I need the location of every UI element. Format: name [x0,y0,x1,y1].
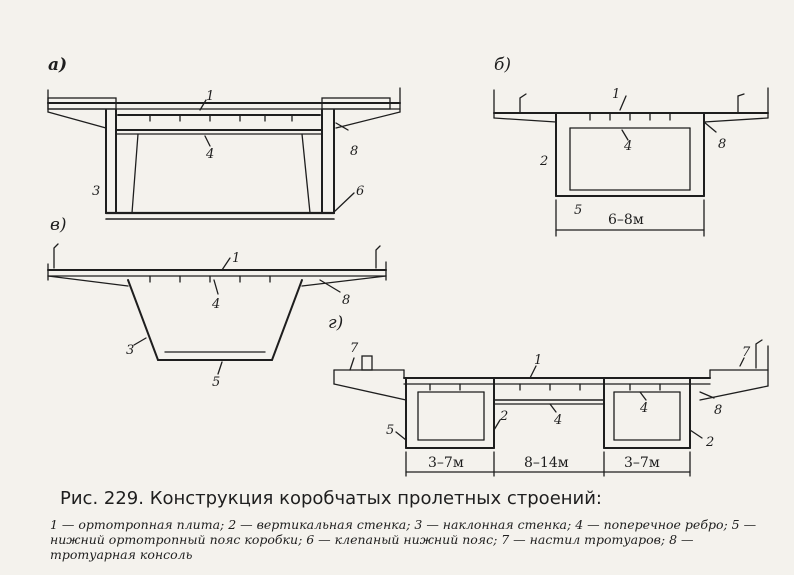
panel-g-dim-left-box: 3–7м [428,455,464,471]
panel-g-callout-4-right: 4 [639,401,648,416]
panel-b-callout-8: 8 [718,137,726,152]
panel-b-drawing [493,87,769,237]
panel-v-drawing [47,243,387,375]
panel-a-callout-8: 8 [350,144,358,159]
panel-g-callout-7-left: 7 [350,341,359,356]
panel-b-callout-5: 5 [574,203,582,218]
panel-v-callout-8: 8 [342,293,350,308]
panel-a-label: a) [48,55,67,75]
panel-g-callout-2-left: 2 [499,409,508,424]
panel-a-drawing [47,87,401,220]
panel-v-callout-1: 1 [232,251,240,266]
panel-a-callout-3: 3 [92,184,100,199]
panel-g-label: г) [328,313,343,333]
panel-v-callout-4: 4 [211,297,220,312]
panel-g-drawing [333,339,769,477]
caption-title: Рис. 229. Конструкция коробчатых пролетн… [60,488,602,509]
panel-g-callout-1: 1 [534,353,542,368]
panel-g-callout-8: 8 [714,403,722,418]
caption-legend: 1 — ортотропная плита; 2 — вертикальная … [50,517,757,562]
panel-b-callout-1: 1 [612,87,620,102]
panel-b-label: б) [494,55,511,75]
figure-caption: Рис. 229. Конструкция коробчатых пролетн… [50,488,770,562]
panel-a-callout-1: 1 [206,89,214,104]
panel-a-callout-4: 4 [205,147,214,162]
panel-v-callout-5: 5 [212,375,220,390]
panel-b-callout-4: 4 [623,139,632,154]
panel-g-callout-4-middle: 4 [553,413,562,428]
panel-v-callout-3: 3 [126,343,134,358]
panel-g-dim-right-box: 3–7м [624,455,660,471]
panel-g-callout-7-right: 7 [742,345,751,360]
panel-v-label: в) [50,215,67,235]
panel-g-dim-middle: 8–14м [524,455,569,471]
panel-g-callout-5: 5 [386,423,394,438]
panel-a-callout-6: 6 [356,184,364,199]
panel-g-callout-2-right: 2 [705,435,714,450]
panel-b-callout-2: 2 [539,154,548,169]
panel-b-dim-width: 6–8м [608,212,644,228]
box-girder-figure: a) 1 4 8 3 6 [47,55,769,477]
